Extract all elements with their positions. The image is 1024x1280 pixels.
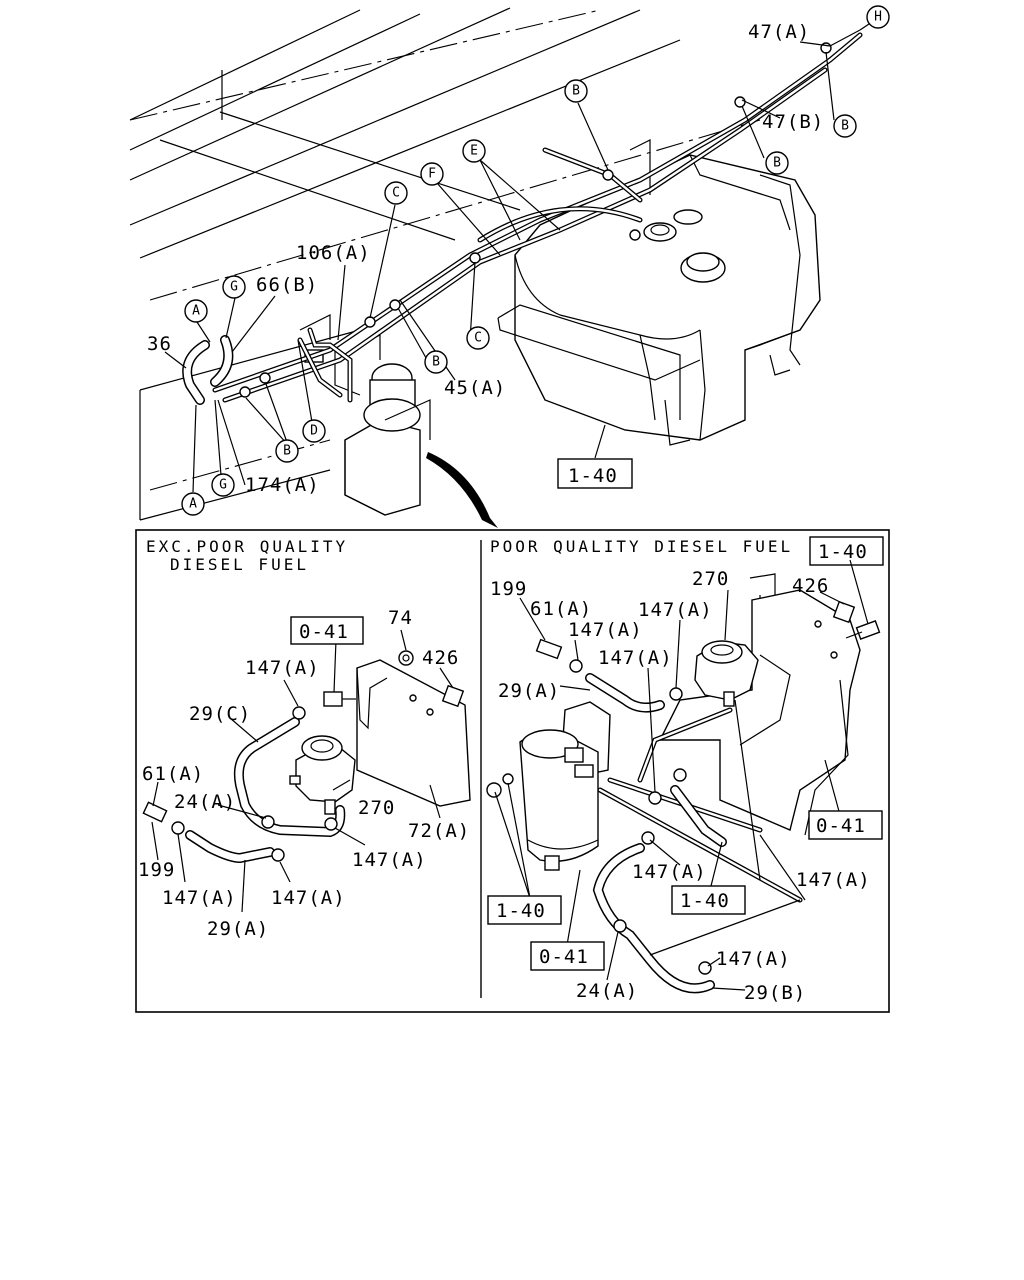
right-header: POOR QUALITY DIESEL FUEL [490, 537, 793, 556]
label-29c: 29(C) [189, 703, 251, 725]
svg-text:A: A [189, 497, 197, 512]
svg-text:G: G [230, 280, 238, 295]
bracket-top [344, 399, 431, 516]
svg-text:B: B [841, 119, 849, 134]
label-47b: 47(B) [762, 111, 824, 133]
label-47a: 47(A) [748, 21, 810, 43]
svg-text:A: A [192, 304, 200, 319]
label-147a-right-6: 147(A) [716, 948, 791, 970]
svg-text:G: G [219, 478, 227, 493]
label-36: 36 [147, 333, 172, 355]
chassis-frame [129, 7, 761, 521]
label-147a-left-4: 147(A) [271, 887, 346, 909]
label-29a-left: 29(A) [207, 918, 269, 940]
svg-text:B: B [572, 84, 580, 99]
detail-frame [135, 529, 890, 1013]
label-270-right: 270 [692, 568, 729, 590]
label-61a-right: 61(A) [530, 598, 592, 620]
label-147a-left-1: 147(A) [245, 657, 320, 679]
label-147a-left-3: 147(A) [162, 887, 237, 909]
ref-0-41-right-low: 0-41 [539, 946, 589, 968]
callout-H: H [866, 5, 890, 29]
label-24a-left: 24(A) [174, 791, 236, 813]
label-61a-left: 61(A) [142, 763, 204, 785]
svg-text:C: C [392, 186, 400, 201]
svg-text:D: D [310, 424, 318, 439]
callout-C1: C [384, 181, 408, 205]
callout-E: E [462, 139, 486, 163]
callout-B2: B [765, 151, 789, 175]
ref-1-40-right-low: 1-40 [496, 900, 546, 922]
fuel-tank [497, 139, 821, 446]
label-147a-right-3: 147(A) [598, 647, 673, 669]
callout-B5: B [275, 439, 299, 463]
label-199-right: 199 [490, 578, 527, 600]
svg-text:E: E [470, 144, 478, 159]
svg-text:B: B [773, 156, 781, 171]
leaders-top [164, 21, 873, 493]
callout-B4: B [424, 350, 448, 374]
label-147a-left-2: 147(A) [352, 849, 427, 871]
callout-B3: B [564, 79, 588, 103]
detail-arrow [426, 452, 498, 528]
callout-A2: A [181, 492, 205, 516]
label-426-right: 426 [792, 575, 829, 597]
label-147a-right-4: 147(A) [632, 861, 707, 883]
label-29a-right: 29(A) [498, 680, 560, 702]
labels-top: 47(A) 47(B) 106(A) 66(B) 36 45(A) 174(A)… [147, 21, 824, 496]
label-147a-right-5: 147(A) [796, 869, 871, 891]
callout-D: D [302, 419, 326, 443]
ref-0-41-right: 0-41 [816, 815, 866, 837]
label-66b: 66(B) [256, 274, 318, 296]
label-29b: 29(B) [744, 982, 806, 1004]
callout-G2: G [211, 473, 235, 497]
callout-C2: C [466, 326, 490, 350]
label-174a: 174(A) [245, 474, 320, 496]
ref-0-41-left: 0-41 [299, 621, 349, 643]
svg-text:B: B [432, 355, 440, 370]
left-header-line1: EXC.POOR QUALITY [146, 537, 348, 556]
callouts-top: H B B B E F C G A C B D B G A [181, 5, 890, 516]
left-panel: EXC.POOR QUALITY DIESEL FUEL [138, 537, 471, 940]
svg-text:B: B [283, 444, 291, 459]
ref-1-40-right-mid: 1-40 [680, 890, 730, 912]
label-270-left: 270 [358, 797, 395, 819]
label-199-left: 199 [138, 859, 175, 881]
ref-1-40-right-top: 1-40 [818, 541, 868, 563]
fuel-filter-top [299, 314, 421, 516]
label-147a-right-1: 147(A) [568, 619, 643, 641]
svg-text:F: F [428, 167, 436, 182]
label-45a: 45(A) [444, 377, 506, 399]
callout-B1: B [833, 114, 857, 138]
label-106a: 106(A) [296, 242, 371, 264]
svg-text:C: C [474, 331, 482, 346]
callout-A1: A [184, 299, 208, 323]
callout-G1: G [222, 275, 246, 299]
left-header-line2: DIESEL FUEL [170, 555, 309, 574]
label-72a: 72(A) [408, 820, 470, 842]
label-147a-right-2: 147(A) [638, 599, 713, 621]
label-74: 74 [388, 607, 413, 629]
right-panel: POOR QUALITY DIESEL FUEL 1-40 [486, 536, 884, 1004]
label-24a-right: 24(A) [576, 980, 638, 1002]
label-426-left: 426 [422, 647, 459, 669]
callout-F: F [420, 162, 444, 186]
ref-1-40-main: 1-40 [568, 465, 618, 487]
svg-text:H: H [874, 10, 882, 25]
